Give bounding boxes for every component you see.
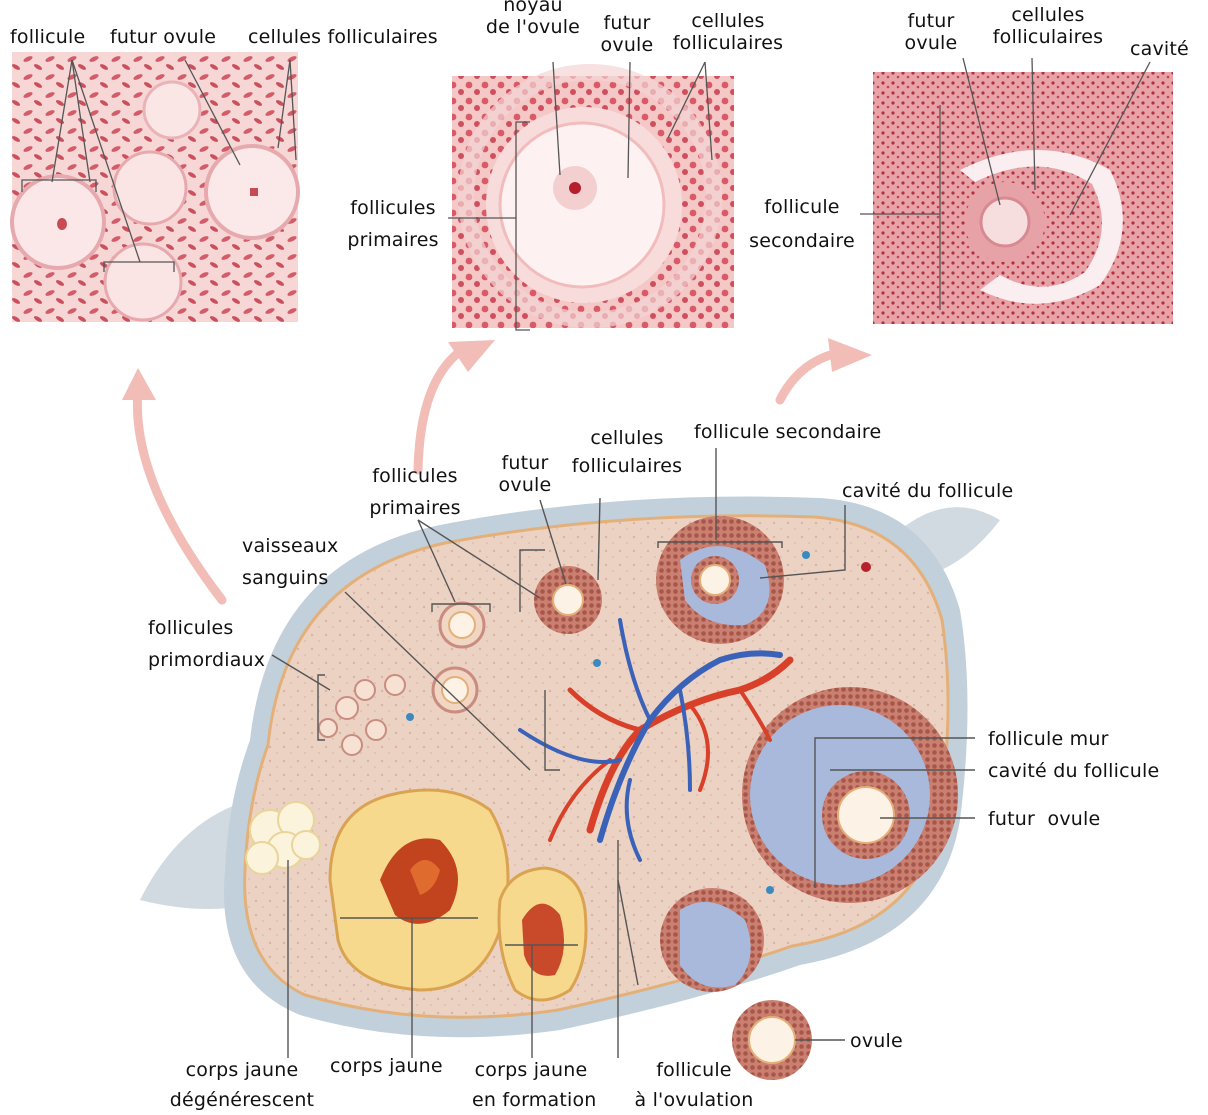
label-futur-ovule: futur ovule bbox=[110, 26, 216, 48]
label-corps-jaune-degenerescent: corps jaune dégénérescent bbox=[160, 1055, 324, 1115]
label-co-l2: folliculaires bbox=[562, 452, 692, 480]
label-follicules-primaires-mid: follicules primaires bbox=[338, 192, 448, 256]
label-cellules-l2: folliculaires bbox=[662, 32, 794, 54]
label-fo-l1: futur bbox=[494, 452, 556, 474]
corpus-luteum-forming bbox=[499, 868, 586, 1000]
label-vaisseaux-sanguins: vaisseaux sanguins bbox=[242, 530, 338, 594]
secondary-follicle bbox=[656, 516, 784, 644]
label-cavite: cavité bbox=[1130, 38, 1189, 60]
label-fs-r-l2: secondaire bbox=[744, 224, 860, 258]
label-corps-jaune-formation: corps jaune en formation bbox=[472, 1055, 590, 1115]
micrograph-primordial bbox=[12, 52, 298, 322]
label-cellules-mid: cellules folliculaires bbox=[662, 10, 794, 54]
label-co-l1: cellules bbox=[562, 424, 692, 452]
label-vs-l2: sanguins bbox=[242, 562, 338, 594]
label-cellules-l1: cellules bbox=[662, 10, 794, 32]
label-fp-l2: primaires bbox=[360, 492, 470, 524]
label-futur-r-l2: ovule bbox=[898, 32, 964, 54]
label-fpr-l2: primordiaux bbox=[148, 644, 265, 676]
label-follicules-l2: primaires bbox=[338, 224, 448, 256]
label-fp-l1: follicules bbox=[360, 460, 470, 492]
label-cavite-du-follicule-top: cavité du follicule bbox=[842, 480, 1013, 502]
label-follicule-secondaire-right: follicule secondaire bbox=[744, 190, 860, 258]
label-futur-l2: ovule bbox=[592, 34, 662, 56]
label-follicule-ovulation: follicule à l'ovulation bbox=[622, 1055, 766, 1115]
label-follicule-mur: follicule mur bbox=[988, 728, 1109, 750]
label-fpr-l1: follicules bbox=[148, 612, 265, 644]
oocyte bbox=[981, 198, 1029, 246]
label-cavite-du-follicule-right: cavité du follicule bbox=[988, 760, 1159, 782]
label-futur-r-l1: futur bbox=[898, 10, 964, 32]
label-follicules-l1: follicules bbox=[338, 192, 448, 224]
micrograph-primary bbox=[448, 62, 734, 330]
label-fov-l1: follicule bbox=[622, 1055, 766, 1085]
follicle-cell bbox=[114, 152, 186, 224]
label-vs-l1: vaisseaux bbox=[242, 530, 338, 562]
label-cellules-right: cellules folliculaires bbox=[982, 4, 1114, 48]
mature-follicle bbox=[742, 687, 958, 903]
label-cellules-r-l1: cellules bbox=[982, 4, 1114, 26]
label-futur-l1: futur bbox=[592, 12, 662, 34]
label-corps-jaune: corps jaune bbox=[330, 1055, 443, 1077]
label-futur-ovule-mature: futur ovule bbox=[988, 808, 1100, 830]
label-fo-l2: ovule bbox=[494, 474, 556, 496]
label-follicules-primaires: follicules primaires bbox=[360, 460, 470, 524]
label-futur-ovule-right: futur ovule bbox=[898, 10, 964, 54]
label-cjf-l1: corps jaune bbox=[472, 1055, 590, 1085]
label-noyau-l2: de l'ovule bbox=[478, 16, 588, 38]
label-ovule: ovule bbox=[850, 1030, 903, 1052]
label-futur-ovule-ovary: futur ovule bbox=[494, 452, 556, 496]
nucleolus bbox=[569, 182, 581, 194]
label-noyau-l1: noyau bbox=[478, 0, 588, 16]
label-futur-ovule-mid: futur ovule bbox=[592, 12, 662, 56]
label-cellules-r-l2: folliculaires bbox=[982, 26, 1114, 48]
label-fs-r-l1: follicule bbox=[744, 190, 860, 224]
label-cellules-ovary: cellules folliculaires bbox=[562, 424, 692, 480]
corpus-luteum bbox=[330, 790, 508, 990]
label-cjd-l1: corps jaune bbox=[160, 1055, 324, 1085]
label-follicule-secondaire: follicule secondaire bbox=[694, 421, 881, 443]
label-noyau: noyau de l'ovule bbox=[478, 0, 588, 38]
label-follicule: follicule bbox=[10, 26, 85, 48]
micrograph-secondary bbox=[860, 58, 1173, 324]
label-cellules-folliculaires: cellules folliculaires bbox=[248, 26, 438, 48]
label-follicules-primordiaux: follicules primordiaux bbox=[148, 612, 265, 676]
